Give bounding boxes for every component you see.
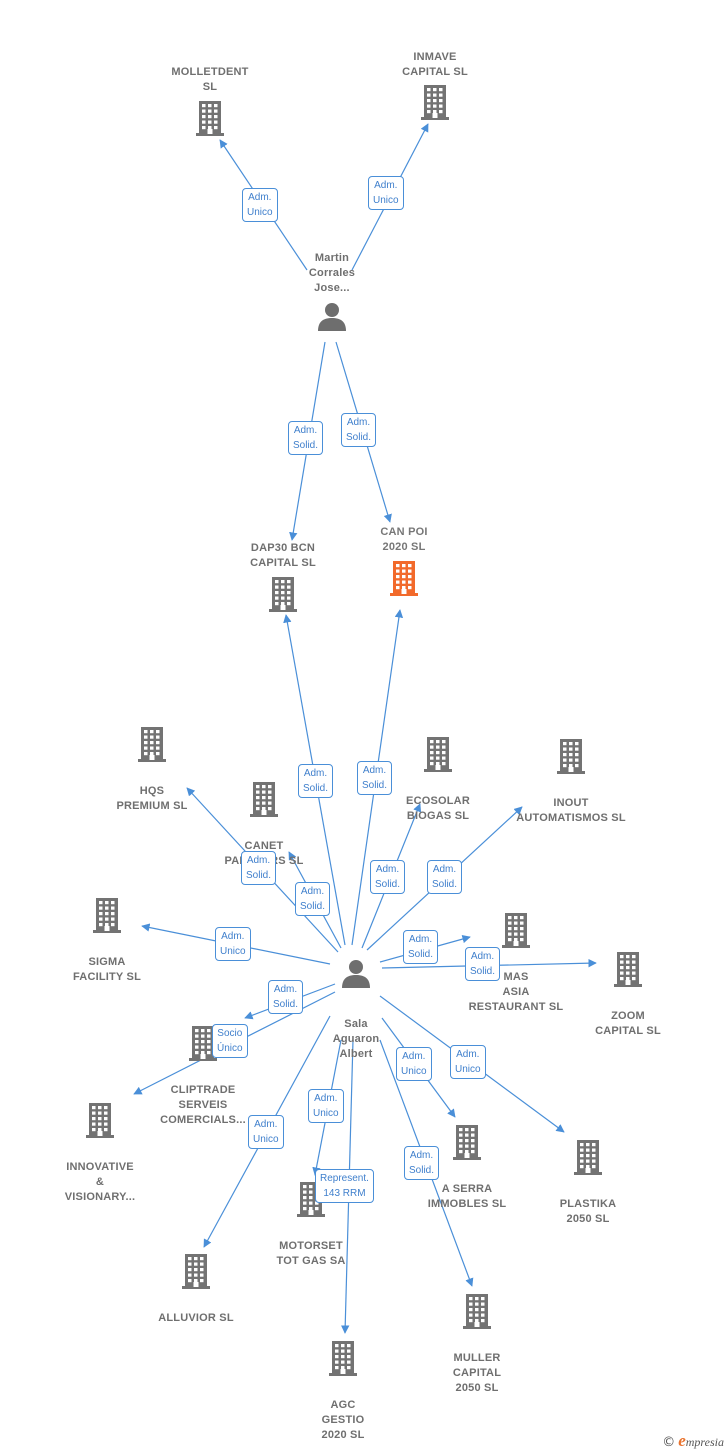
relation-badge-martin-inmave[interactable]: Adm.Unico <box>368 176 404 210</box>
relation-badge-sala-alluvior[interactable]: Adm.Unico <box>248 1115 284 1149</box>
node-label[interactable]: ALLUVIOR SL <box>158 1312 234 1324</box>
relation-badge-martin-canpoi[interactable]: Adm.Solid. <box>341 413 377 447</box>
building-icon[interactable] <box>92 897 122 938</box>
relation-badge-martin-molletdent[interactable]: Adm.Unico <box>242 188 278 222</box>
building-icon[interactable] <box>328 1340 358 1381</box>
relation-badge-sala-zoom[interactable]: Adm.Solid. <box>465 947 501 981</box>
building-icon[interactable] <box>420 84 450 125</box>
relation-badge-sala-motorset[interactable]: Adm.Unico <box>308 1089 344 1123</box>
relation-badge-sala-dap30[interactable]: Adm.Solid. <box>298 764 334 798</box>
building-icon[interactable] <box>188 1025 218 1066</box>
relation-badge-sala-serra[interactable]: Adm.Unico <box>396 1047 432 1081</box>
building-icon[interactable] <box>462 1293 492 1334</box>
building-icon[interactable] <box>268 576 298 617</box>
relation-badge-sala-canet[interactable]: Adm.Solid. <box>295 882 331 916</box>
relation-badge-sala-ecosolar[interactable]: Adm.Solid. <box>370 860 406 894</box>
relation-badge-sala-agc[interactable]: Represent.143 RRM <box>315 1169 374 1203</box>
building-icon[interactable] <box>452 1124 482 1165</box>
building-icon[interactable] <box>556 738 586 779</box>
building-icon[interactable] <box>423 736 453 777</box>
building-icon[interactable] <box>181 1253 211 1294</box>
node-innovative[interactable]: INNOVATIVE&VISIONARY... <box>25 1160 175 1205</box>
relation-badge-sala-mas[interactable]: Adm.Solid. <box>403 930 439 964</box>
person-icon[interactable] <box>341 959 371 994</box>
relation-badge-sala-canpoi[interactable]: Adm.Solid. <box>357 761 393 795</box>
relation-badge-sala-inout[interactable]: Adm.Solid. <box>427 860 463 894</box>
node-alluvior[interactable]: ALLUVIOR SL <box>121 1311 271 1326</box>
building-icon[interactable] <box>137 726 167 767</box>
relation-badge-sala-muller[interactable]: Adm.Solid. <box>404 1146 440 1180</box>
building-icon[interactable] <box>573 1139 603 1180</box>
building-icon[interactable] <box>195 100 225 141</box>
node-label[interactable]: INNOVATIVE&VISIONARY... <box>64 1161 136 1203</box>
building-icon[interactable] <box>249 781 279 822</box>
relation-badge-martin-dap30[interactable]: Adm.Solid. <box>288 421 324 455</box>
relation-badge-sala-cliptrade[interactable]: Adm.Solid. <box>268 980 304 1014</box>
relation-badge-sala-hqs[interactable]: Adm.Solid. <box>241 851 277 885</box>
person-icon[interactable] <box>317 302 347 337</box>
building-icon[interactable] <box>501 912 531 953</box>
building-icon[interactable] <box>613 951 643 992</box>
relation-badge-sala-plastika[interactable]: Adm.Unico <box>450 1045 486 1079</box>
empresia-logo[interactable]: ©empresia <box>662 1431 724 1450</box>
building-icon[interactable] <box>85 1102 115 1143</box>
relation-badge-sala-sigma[interactable]: Adm.Unico <box>215 927 251 961</box>
building-icon[interactable] <box>389 560 419 601</box>
